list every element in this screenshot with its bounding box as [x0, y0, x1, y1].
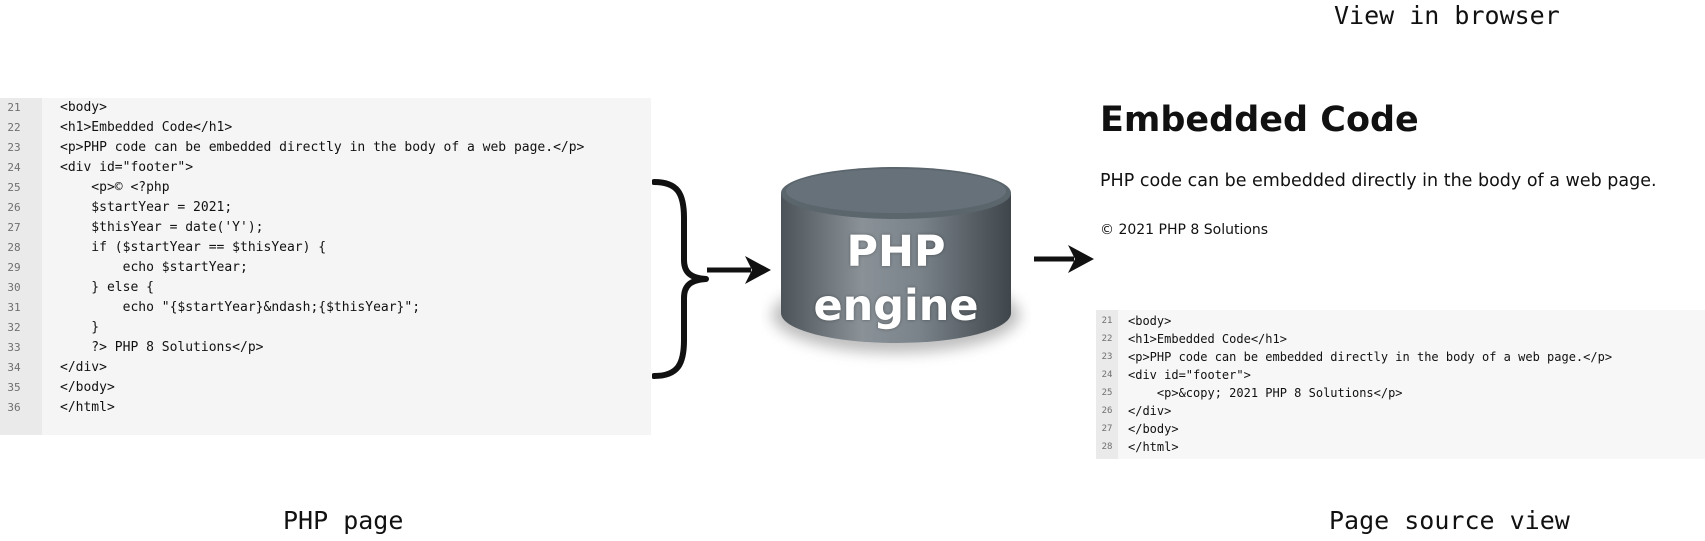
code-text: </html>	[60, 400, 115, 415]
caption-php-page: PHP page	[283, 506, 404, 535]
code-line: 27 </body>	[1096, 420, 1705, 438]
code-text: <body>	[60, 100, 107, 115]
line-number: 28	[1101, 442, 1113, 452]
arrow-right-icon	[707, 255, 771, 289]
code-text: } else {	[60, 280, 154, 295]
line-number: 26	[7, 201, 21, 214]
code-line: 36 </html>	[0, 398, 651, 418]
line-number: 27	[1101, 424, 1113, 434]
code-line: 28 </html>	[1096, 438, 1705, 456]
code-line: 25 <p>&copy; 2021 PHP 8 Solutions</p>	[1096, 384, 1705, 402]
code-line: 26 $startYear = 2021;	[0, 198, 651, 218]
line-number: 34	[7, 361, 21, 374]
code-text: <div id="footer">	[60, 160, 194, 175]
code-text: </div>	[1128, 404, 1172, 418]
code-line: 32 }	[0, 318, 651, 338]
line-number: 21	[7, 101, 21, 114]
code-text: <body>	[1128, 314, 1172, 328]
line-number: 22	[7, 121, 21, 134]
arrow-right-icon	[1034, 244, 1094, 278]
line-number: 25	[1101, 388, 1113, 398]
caption-view-in-browser: View in browser	[1334, 1, 1560, 30]
engine-label-line2: engine	[813, 281, 979, 331]
code-text: ?> PHP 8 Solutions</p>	[60, 340, 264, 355]
code-line: 28 if ($startYear == $thisYear) {	[0, 238, 651, 258]
code-line: 24 <div id="footer">	[0, 158, 651, 178]
code-line: 31 echo "{$startYear}&ndash;{$thisYear}"…	[0, 298, 651, 318]
code-line: 33 ?> PHP 8 Solutions</p>	[0, 338, 651, 358]
engine-label-line1: PHP	[846, 227, 946, 277]
line-number: 22	[1101, 334, 1113, 344]
line-number: 30	[7, 281, 21, 294]
code-line: 25 <p>© <?php	[0, 178, 651, 198]
php-engine: PHP engine	[761, 165, 1031, 370]
line-number: 32	[7, 321, 21, 334]
caption-page-source-view: Page source view	[1329, 506, 1570, 535]
code-text: </body>	[1128, 422, 1179, 436]
code-text: if ($startYear == $thisYear) {	[60, 240, 327, 255]
line-number: 31	[7, 301, 21, 314]
line-number: 23	[7, 141, 21, 154]
curly-brace-icon	[651, 178, 710, 384]
code-line: 34 </div>	[0, 358, 651, 378]
line-number: 29	[7, 261, 21, 274]
code-text: <h1>Embedded Code</h1>	[60, 120, 233, 135]
code-text: </body>	[60, 380, 115, 395]
code-text: echo "{$startYear}&ndash;{$thisYear}";	[60, 300, 421, 315]
line-number-gutter	[0, 98, 42, 435]
line-number: 26	[1101, 406, 1113, 416]
code-line: 22 <h1>Embedded Code</h1>	[0, 118, 651, 138]
code-text: echo $startYear;	[60, 260, 248, 275]
code-line: 23 <p>PHP code can be embedded directly i…	[1096, 348, 1705, 366]
code-line: 22 <h1>Embedded Code</h1>	[1096, 330, 1705, 348]
code-text: $startYear = 2021;	[60, 200, 233, 215]
code-text: <p>PHP code can be embedded directly in …	[60, 140, 585, 155]
line-number: 21	[1101, 316, 1113, 326]
code-line: 29 echo $startYear;	[0, 258, 651, 278]
line-number: 33	[7, 341, 21, 354]
code-line: 30 } else {	[0, 278, 651, 298]
line-number-gutter	[1096, 310, 1118, 459]
code-line: 21 <body>	[0, 98, 651, 118]
line-number: 24	[1101, 370, 1113, 380]
code-text: $thisYear = date('Y');	[60, 220, 264, 235]
page-source-panel: 21 <body> 22 <h1>Embedded Code</h1> 23 <p>P…	[1096, 310, 1705, 459]
code-line: 27 $thisYear = date('Y');	[0, 218, 651, 238]
code-line: 23 <p>PHP code can be embedded directly i…	[0, 138, 651, 158]
code-text: <p>© <?php	[60, 180, 170, 195]
code-text: }	[60, 320, 100, 335]
line-number: 36	[7, 401, 21, 414]
rendered-heading: Embedded Code	[1100, 100, 1419, 140]
rendered-paragraph: PHP code can be embedded directly in the…	[1100, 171, 1657, 191]
line-number: 27	[7, 221, 21, 234]
line-number: 23	[1101, 352, 1113, 362]
code-text: <p>&copy; 2021 PHP 8 Solutions</p>	[1128, 386, 1403, 400]
code-line: 21 <body>	[1096, 312, 1705, 330]
code-text: </div>	[60, 360, 107, 375]
php-code-panel: 21 <body> 22 <h1>Embedded Code</h1> 23 <p>P…	[0, 98, 651, 435]
code-text: <div id="footer">	[1128, 368, 1251, 382]
code-text: </html>	[1128, 440, 1179, 454]
code-text: <h1>Embedded Code</h1>	[1128, 332, 1287, 346]
code-line: 26 </div>	[1096, 402, 1705, 420]
line-number: 35	[7, 381, 21, 394]
line-number: 28	[7, 241, 21, 254]
rendered-footer: © 2021 PHP 8 Solutions	[1100, 222, 1269, 238]
engine-label: PHP engine	[761, 225, 1031, 333]
database-cylinder-icon	[772, 167, 1020, 353]
line-number: 25	[7, 181, 21, 194]
code-text: <p>PHP code can be embedded directly in …	[1128, 350, 1613, 364]
code-line: 24 <div id="footer">	[1096, 366, 1705, 384]
line-number: 24	[7, 161, 21, 174]
code-line: 35 </body>	[0, 378, 651, 398]
